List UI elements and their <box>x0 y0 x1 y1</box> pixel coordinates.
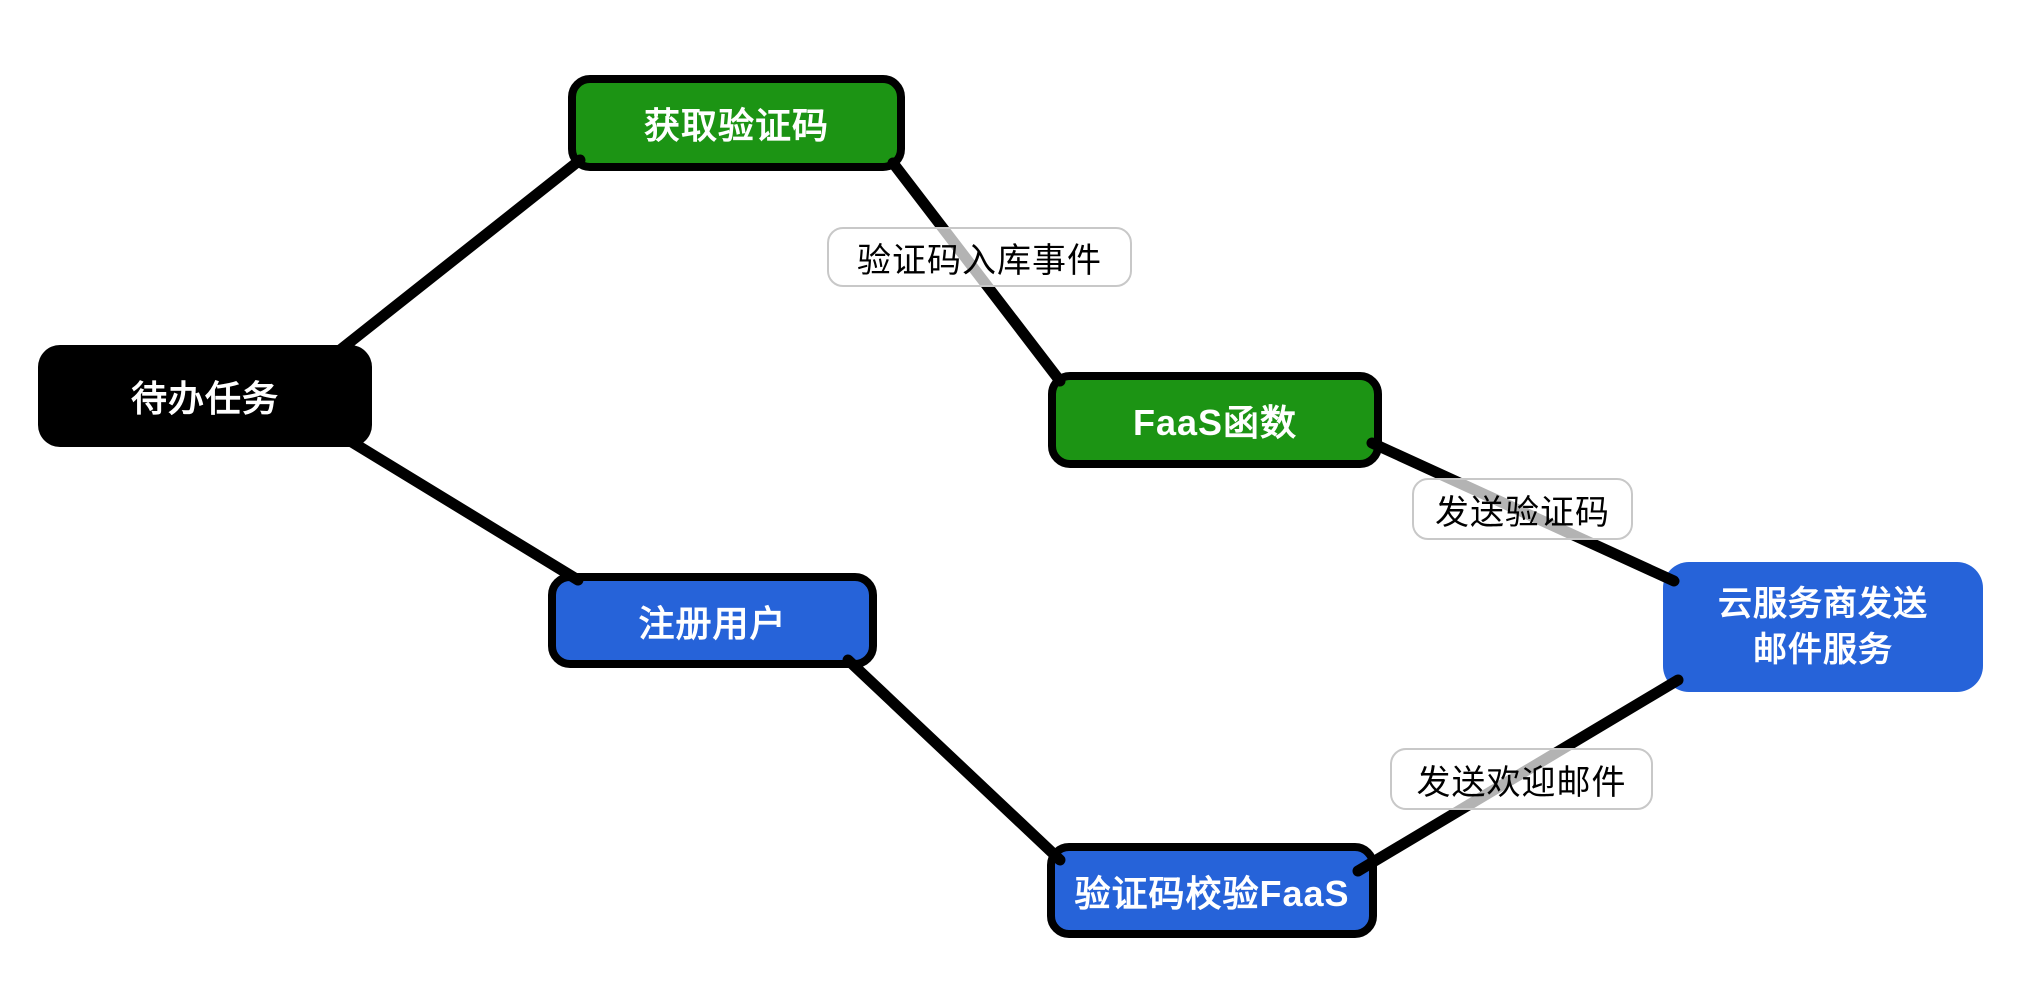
edge-label-send-welcome-email: 发送欢迎邮件 <box>1390 748 1653 810</box>
node-faas-function[interactable]: FaaS函数 <box>1048 372 1382 468</box>
node-todo-tasks-label: 待办任务 <box>130 378 279 419</box>
node-todo-tasks[interactable]: 待办任务 <box>38 345 372 447</box>
node-get-verification-code-label: 获取验证码 <box>643 105 829 146</box>
node-get-verification-code[interactable]: 获取验证码 <box>568 75 905 171</box>
edge-label-send-verification-code: 发送验证码 <box>1412 478 1633 540</box>
node-faas-function-label: FaaS函数 <box>1132 402 1298 443</box>
edge-label-code-stored-event-text: 验证码入库事件 <box>857 241 1102 280</box>
edge-register-to-verify-faas <box>842 654 1066 866</box>
node-register-user[interactable]: 注册用户 <box>548 573 877 668</box>
edge-label-send-verification-code-text: 发送验证码 <box>1435 493 1610 532</box>
node-register-user-label: 注册用户 <box>638 602 787 644</box>
edge-todo-to-register <box>336 430 584 586</box>
edge-todo-to-get-code <box>334 154 586 356</box>
node-verification-check-faas[interactable]: 验证码校验FaaS <box>1047 843 1377 938</box>
edge-label-code-stored-event: 验证码入库事件 <box>827 227 1132 287</box>
node-cloud-mail-service-label: 云服务商发送邮件服务 <box>1718 585 1928 669</box>
node-cloud-mail-service[interactable]: 云服务商发送邮件服务 <box>1663 562 1983 692</box>
node-verification-check-faas-label: 验证码校验FaaS <box>1074 872 1350 914</box>
edge-label-send-welcome-email-text: 发送欢迎邮件 <box>1416 763 1627 802</box>
